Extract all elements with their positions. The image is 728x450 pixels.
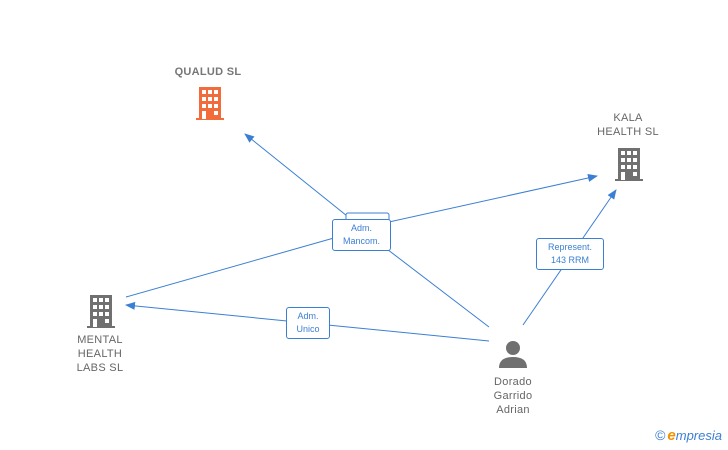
node-label-qualud[interactable]: QUALUD SL (174, 66, 242, 78)
edge-line-mancom-qualud (244, 133, 363, 229)
edge-line-mancom-kala (361, 174, 598, 229)
copyright-icon: © (655, 427, 666, 443)
building-icon-kala[interactable] (615, 148, 643, 181)
building-icon-mental[interactable] (87, 295, 115, 328)
edge-label-adm-unico[interactable]: Adm. Unico (286, 307, 330, 339)
edge-label-represent[interactable]: Represent. 143 RRM (536, 238, 604, 270)
building-icon-qualud[interactable] (196, 87, 224, 120)
node-label-kala[interactable]: KALA HEALTH SL (597, 112, 659, 138)
person-icon-dorado[interactable] (499, 341, 527, 368)
empresia-logo: ©empresia (655, 427, 722, 444)
edge-line-mancom-mental (125, 229, 363, 298)
node-label-mental[interactable]: MENTAL HEALTH LABS SL (76, 334, 124, 374)
node-label-dorado[interactable]: Dorado Garrido Adrian (493, 376, 533, 416)
edge-label-adm-mancom[interactable]: Adm. Mancom. (332, 219, 391, 251)
